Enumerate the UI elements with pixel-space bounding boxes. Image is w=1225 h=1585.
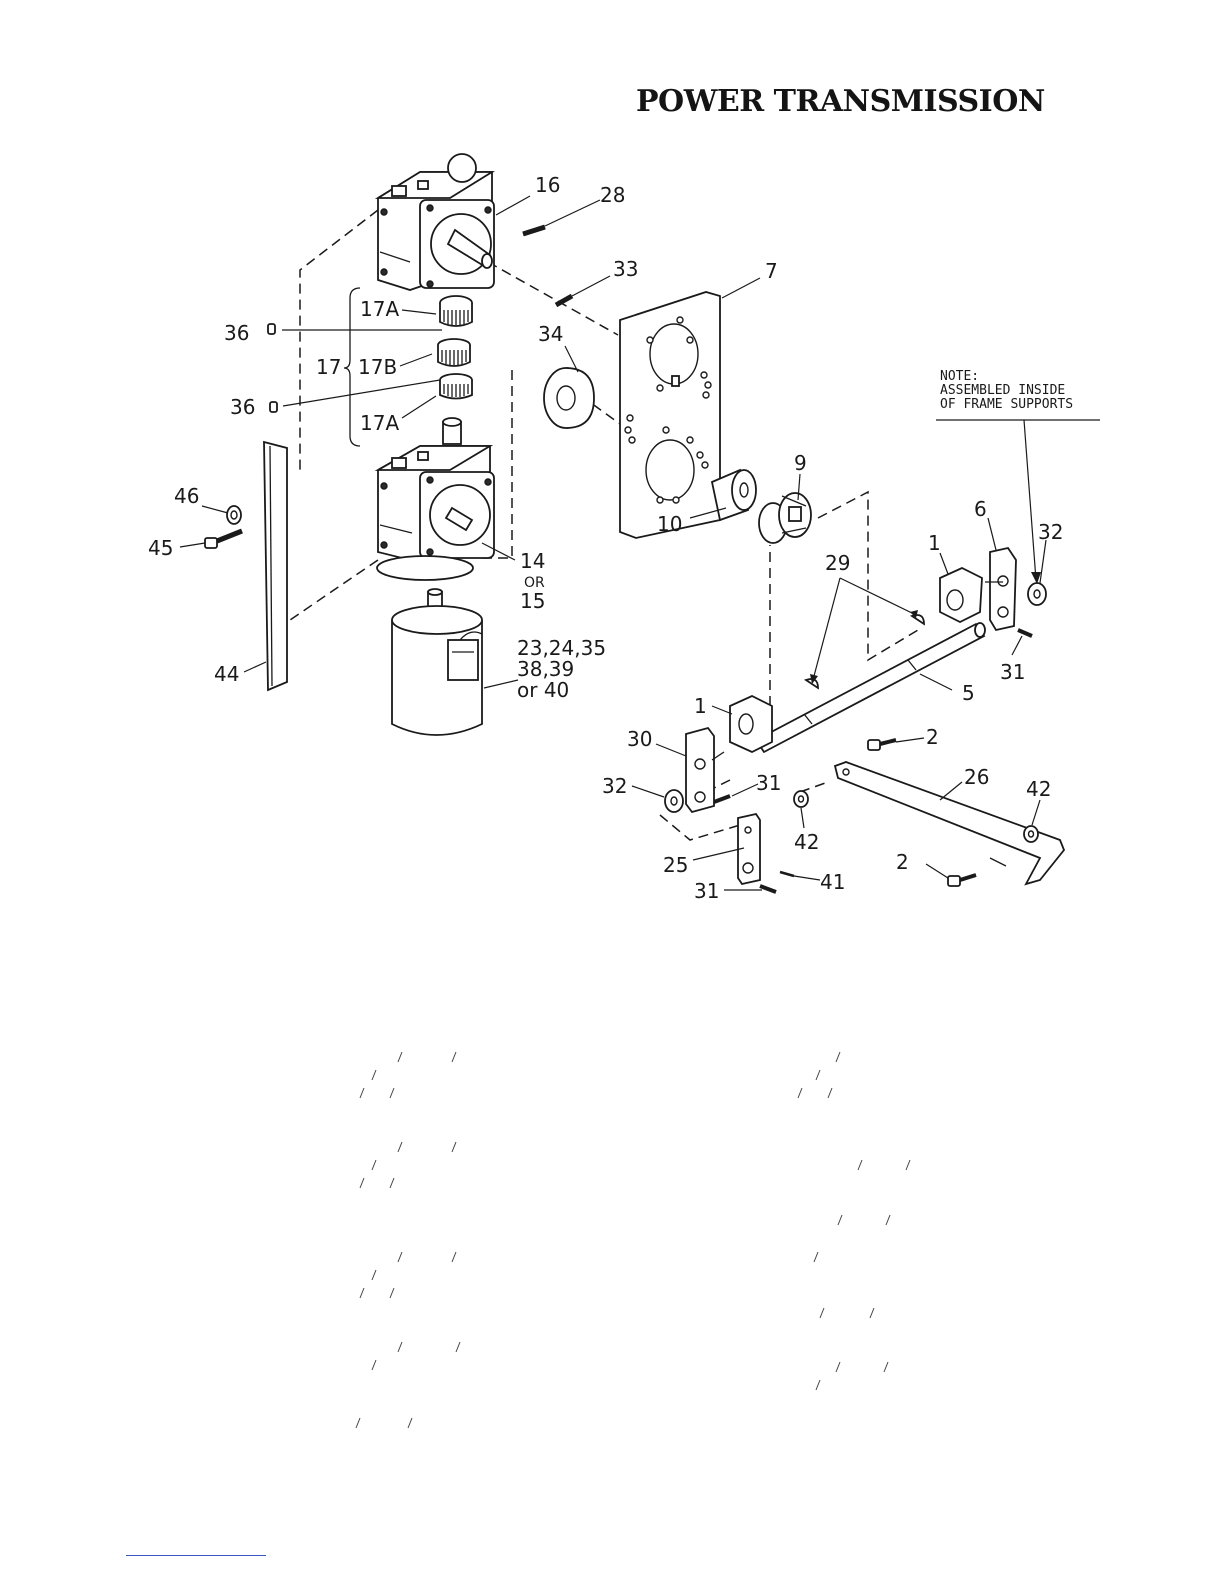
washer-42-right	[1024, 826, 1038, 842]
callout-31-lower: 31	[694, 879, 719, 903]
assembly-note: NOTE: ASSEMBLED INSIDE OF FRAME SUPPORTS	[940, 369, 1073, 412]
leader-lines	[180, 196, 1100, 890]
callout-31-upper: 31	[1000, 660, 1025, 684]
callout-46: 46	[174, 484, 199, 508]
note-line-2: ASSEMBLED INSIDE	[940, 383, 1065, 398]
callout-42-left: 42	[794, 830, 819, 854]
bracket-6	[985, 548, 1016, 630]
screw-31-lower	[760, 886, 776, 892]
set-screw-36-top	[268, 324, 275, 334]
callout-29: 29	[825, 551, 850, 575]
callout-14: 14	[520, 549, 545, 573]
callout-5: 5	[962, 681, 975, 705]
faint-table-marks	[356, 1052, 910, 1428]
bolt-45	[205, 531, 242, 548]
pin-41	[780, 872, 794, 876]
washer-42-left	[794, 791, 808, 807]
callout-45: 45	[148, 536, 173, 560]
callout-1-lower: 1	[694, 694, 707, 718]
mounting-bar	[264, 442, 287, 690]
bearing-block-upper	[940, 568, 982, 622]
pulley	[544, 368, 594, 428]
callout-10: 10	[657, 512, 682, 536]
callout-1-upper: 1	[928, 531, 941, 555]
callout-17a-top: 17A	[360, 297, 399, 321]
pin-28	[523, 227, 545, 234]
motor	[392, 589, 482, 735]
upper-gear-box	[378, 154, 494, 290]
callout-41: 41	[820, 870, 845, 894]
callout-7: 7	[765, 259, 778, 283]
callout-31-middle: 31	[756, 771, 781, 795]
callout-32-lower: 32	[602, 774, 627, 798]
callout-6: 6	[974, 497, 987, 521]
bolt-2-upper	[868, 740, 896, 750]
callout-23-line3: or 40	[517, 678, 569, 702]
nut-32-lower	[665, 790, 683, 812]
bolt-2-lower	[948, 875, 976, 886]
callout-17: 17	[316, 355, 341, 379]
lower-gear-box	[377, 418, 494, 580]
callout-33: 33	[613, 257, 638, 281]
callout-2-lower: 2	[896, 850, 909, 874]
coupling-assembly	[438, 296, 472, 399]
drive-coupling	[759, 493, 811, 543]
mounting-plate	[620, 292, 720, 538]
callout-26: 26	[964, 765, 989, 789]
footer-rule	[126, 1555, 266, 1556]
callout-44: 44	[214, 662, 239, 686]
set-screw-36-bottom	[270, 402, 277, 412]
note-line-1: NOTE:	[940, 369, 979, 384]
callout-36-bottom: 36	[230, 395, 255, 419]
callout-16: 16	[535, 173, 560, 197]
washer-46	[227, 506, 241, 524]
screw-31-upper	[1018, 630, 1032, 636]
callout-17b: 17B	[358, 355, 397, 379]
callout-30: 30	[627, 727, 652, 751]
callout-15: 15	[520, 589, 545, 613]
screw-31-middle	[714, 796, 730, 802]
nut-32-upper	[1028, 583, 1046, 605]
key-29-right	[912, 615, 924, 624]
callout-17a-bottom: 17A	[360, 411, 399, 435]
callout-36-top: 36	[224, 321, 249, 345]
callout-42-right: 42	[1026, 777, 1051, 801]
callout-9: 9	[794, 451, 807, 475]
callout-2-upper: 2	[926, 725, 939, 749]
bearing-block-lower	[730, 696, 772, 752]
set-screw-33	[556, 296, 572, 305]
callout-32-upper: 32	[1038, 520, 1063, 544]
callout-28: 28	[600, 183, 625, 207]
note-line-3: OF FRAME SUPPORTS	[940, 397, 1073, 412]
callout-34: 34	[538, 322, 563, 346]
callout-25: 25	[663, 853, 688, 877]
drive-shaft	[756, 623, 985, 752]
